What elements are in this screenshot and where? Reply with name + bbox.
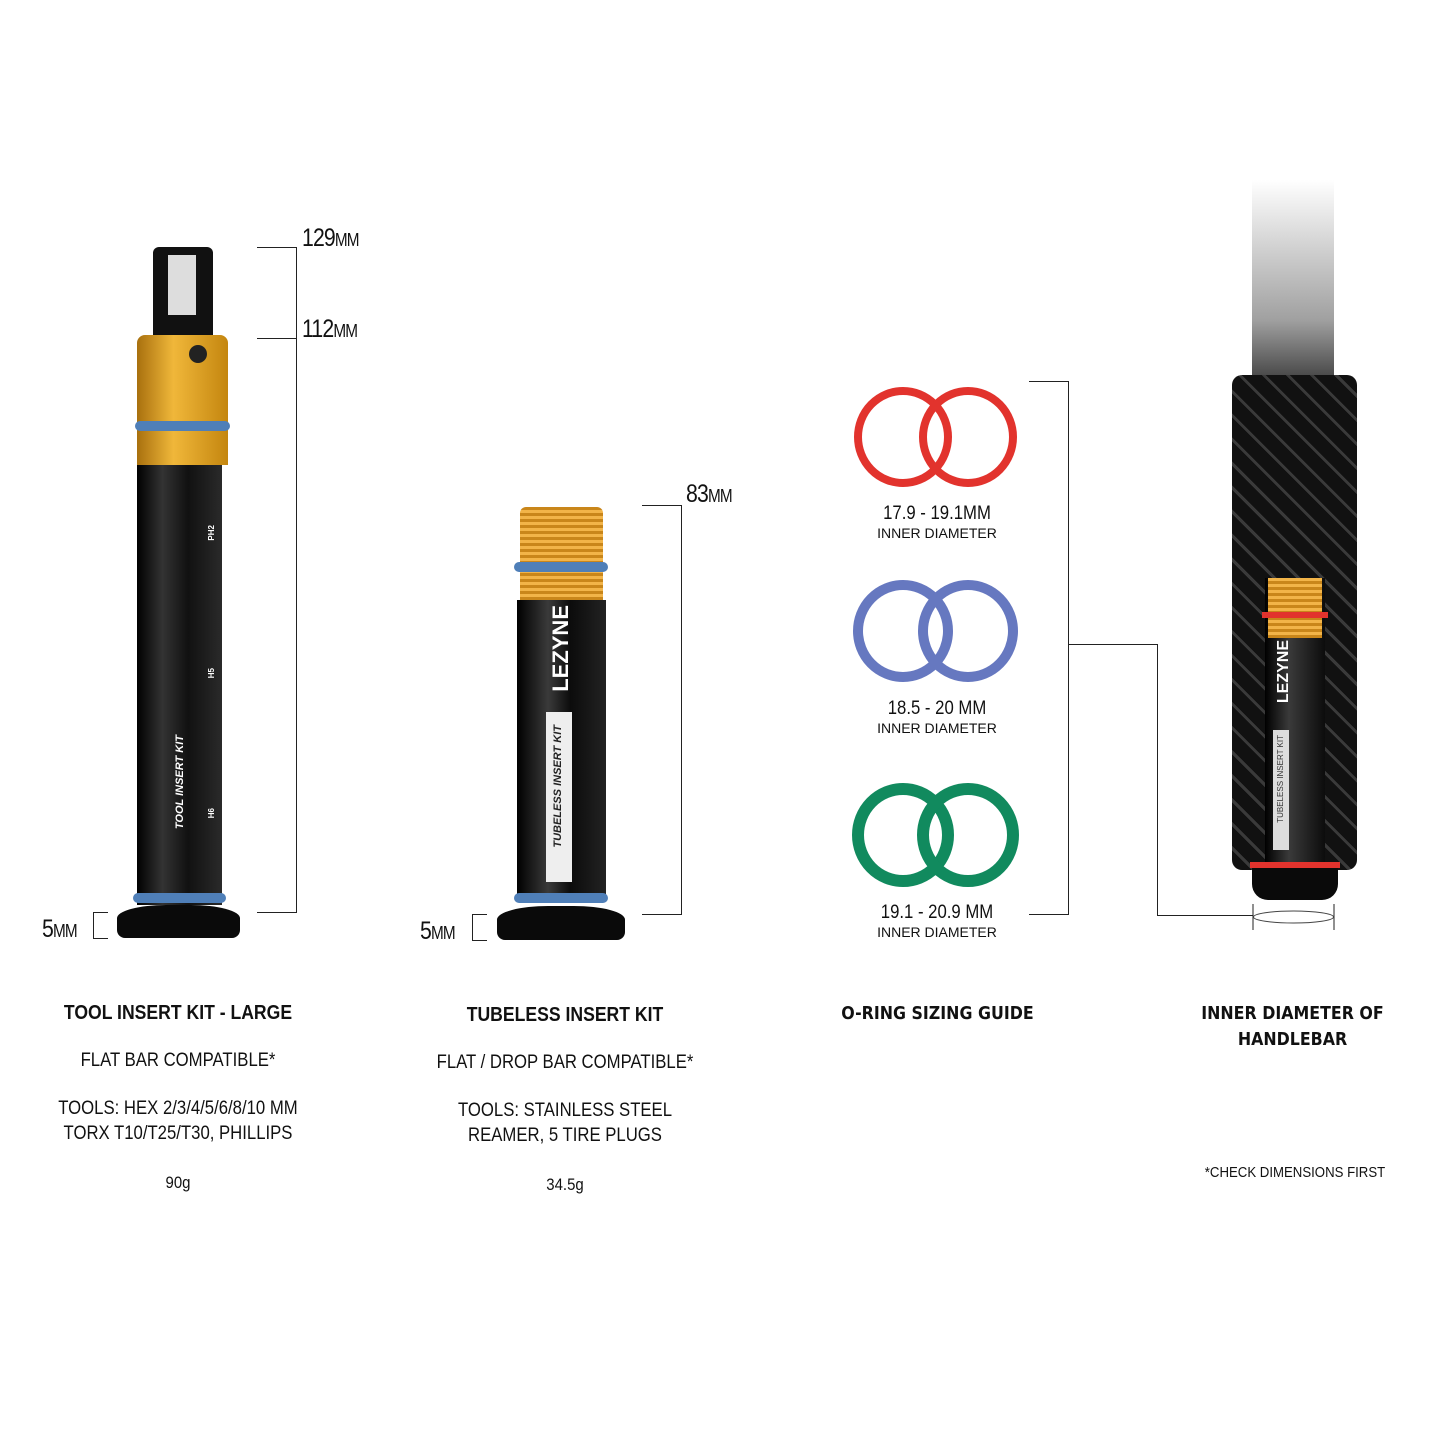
bracket-line	[1029, 914, 1069, 915]
ring-size-label: 18.5 - 20 MM INNER DIAMETER	[877, 698, 997, 736]
lezyne-logo: LEZYNE	[1275, 640, 1292, 704]
dimension-base: 5MM	[42, 915, 78, 943]
ring-size-label: 19.1 - 20.9 MM INNER DIAMETER	[877, 902, 997, 940]
dimension-base: 5MM	[420, 917, 456, 945]
o-ring-circle	[853, 580, 953, 682]
dimension-line	[642, 914, 682, 915]
base-dish	[497, 906, 625, 940]
dimension-line	[296, 247, 297, 913]
tubeless-kit-tools-line1: TOOLS: STAINLESS STEEL	[457, 1100, 673, 1121]
handlebar-tube	[1252, 180, 1334, 380]
tubeless-kit-tools-line2: REAMER, 5 TIRE PLUGS	[468, 1125, 662, 1146]
base-dish	[117, 905, 240, 938]
dimension-line	[257, 912, 297, 913]
connector-line	[1157, 644, 1158, 916]
dimension-line	[257, 247, 297, 248]
gold-cap	[137, 335, 228, 465]
tubeless-kit-compatibility: FLAT / DROP BAR COMPATIBLE*	[436, 1052, 694, 1073]
connector-line	[1068, 644, 1158, 645]
o-ring-diagram	[852, 387, 1019, 887]
tool-kit-compatibility: FLAT BAR COMPATIBLE*	[80, 1050, 276, 1071]
tool-kit-weight: 90g	[165, 1173, 191, 1192]
product-label: TOOL INSERT KIT	[174, 735, 186, 830]
product-label: TUBELESS INSERT KIT	[1276, 735, 1285, 823]
o-ring	[514, 893, 608, 903]
insert-gold	[1268, 578, 1322, 638]
o-ring-circle	[918, 580, 1018, 682]
red-o-ring	[1262, 612, 1328, 618]
base-bracket	[93, 912, 108, 939]
dimension-body: 112MM	[302, 315, 358, 343]
bracket-line	[1029, 381, 1069, 382]
inner-diameter-marker	[1252, 904, 1335, 930]
tool-kit-tools-line2: TORX T10/T25/T30, PHILLIPS	[63, 1123, 293, 1144]
gold-top	[520, 507, 603, 600]
dimension-total: 83MM	[686, 480, 733, 508]
o-ring-circle	[852, 783, 954, 887]
tool-kit-tools-line1: TOOLS: HEX 2/3/4/5/6/8/10 MM	[58, 1098, 298, 1119]
dimension-total: 129MM	[302, 224, 360, 252]
red-o-ring	[1250, 862, 1340, 868]
oring-guide-title: O-RING SIZING GUIDE	[841, 1003, 1034, 1024]
tool-kit-title: TOOL INSERT KIT - LARGE	[63, 1002, 293, 1024]
lezyne-logo: LEZYNE	[548, 605, 573, 692]
o-ring-circle	[854, 387, 952, 487]
bracket-line	[1068, 381, 1069, 915]
tubeless-kit-title: TUBELESS INSERT KIT	[466, 1004, 664, 1026]
product-label: TUBELESS INSERT KIT	[552, 725, 564, 848]
hex-head-highlight	[168, 255, 196, 315]
o-ring-circle	[919, 387, 1017, 487]
bar-end	[1252, 868, 1338, 900]
o-ring	[135, 421, 230, 431]
dimension-line	[257, 338, 297, 339]
o-ring-circle	[917, 783, 1019, 887]
cap-hole	[189, 345, 207, 363]
label-stripe	[1273, 730, 1289, 850]
bit-label: H5	[207, 668, 216, 679]
ring-size-label: 17.9 - 19.1MM INNER DIAMETER	[877, 503, 997, 541]
tool-body	[137, 465, 222, 905]
o-ring	[133, 893, 226, 903]
o-ring	[514, 562, 608, 572]
dimension-line	[681, 505, 682, 915]
base-bracket	[472, 914, 487, 941]
connector-line	[1157, 915, 1253, 916]
dimension-line	[642, 505, 682, 506]
tubeless-kit-weight: 34.5g	[546, 1175, 584, 1194]
bit-label: PH2	[207, 525, 216, 541]
label-stripe	[546, 712, 572, 882]
bit-label: H6	[207, 808, 216, 819]
footnote: *CHECK DIMENSIONS FIRST	[1204, 1164, 1386, 1181]
